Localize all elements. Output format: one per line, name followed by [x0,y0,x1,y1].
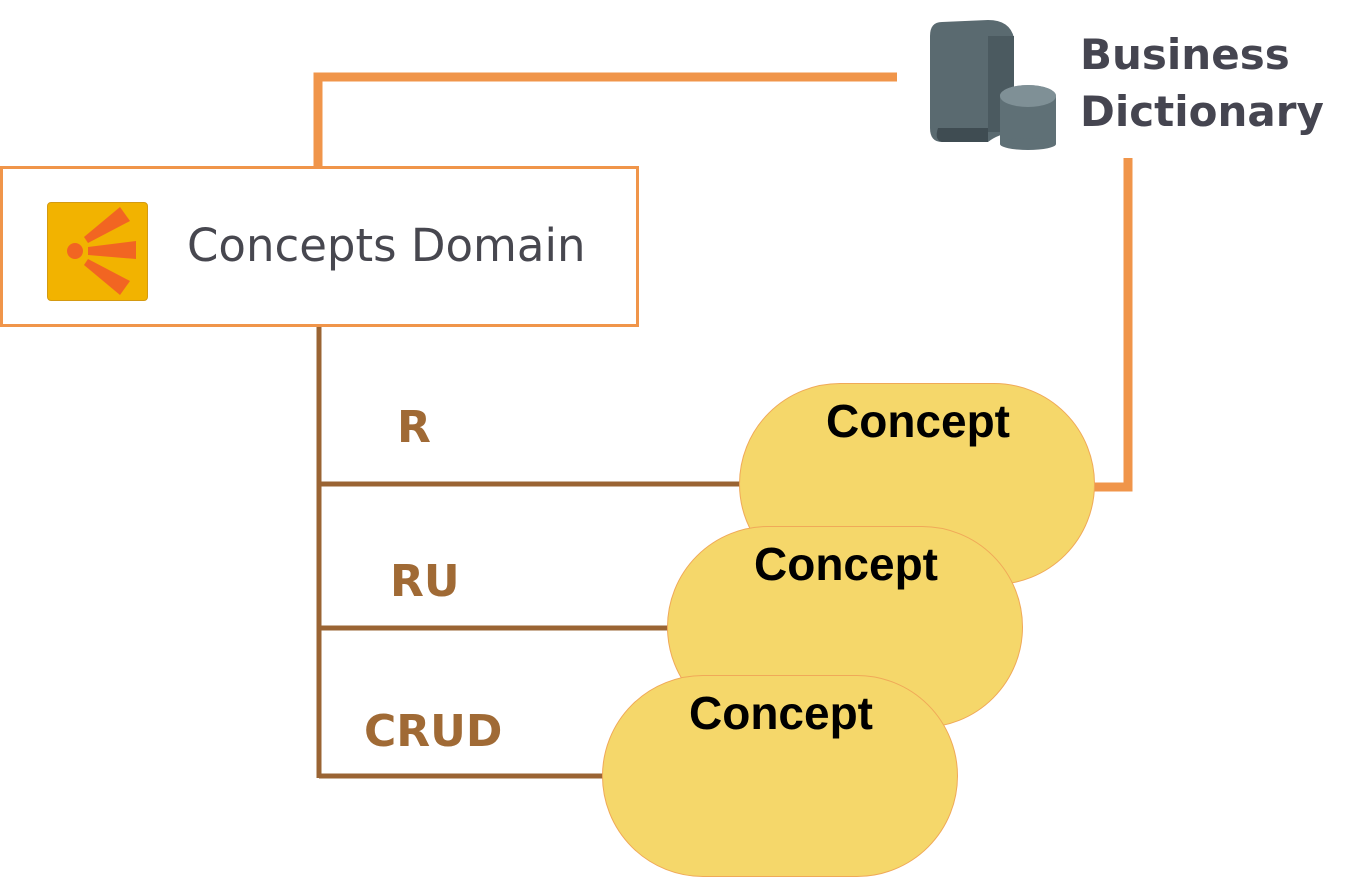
dictionary-line-1: Business [1080,30,1290,79]
concept-node-label: Concept [754,538,938,590]
domain-dictionary-link [313,72,897,166]
concepts-domain-box[interactable]: Concepts Domain [0,166,639,327]
book-database-icon [928,16,1058,150]
business-dictionary-label: Business Dictionary [1080,26,1324,140]
concepts-domain-label: Concepts Domain [187,219,586,272]
dictionary-line-2: Dictionary [1080,87,1324,136]
concept-node-crud[interactable]: Concept [602,675,958,877]
access-label-ru: RU [390,556,460,607]
concepts-domain-icon [47,202,148,301]
dictionary-concept-link [1090,158,1133,492]
access-label-crud: CRUD [364,706,503,757]
concept-node-label: Concept [689,687,873,739]
access-label-r: R [397,402,431,453]
concept-node-label: Concept [826,395,1010,447]
